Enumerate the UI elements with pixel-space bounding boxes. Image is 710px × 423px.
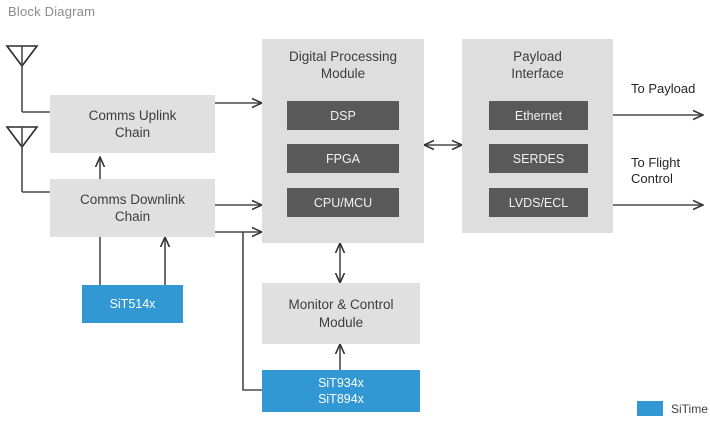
chip-lvds-ecl[interactable]: LVDS/ECL (489, 188, 588, 217)
sitime-block-sit934x-sit894x[interactable]: SiT934x SiT894x (262, 370, 420, 412)
payload-interface-title: Payload Interface (511, 49, 564, 82)
sitime-block-sit514x[interactable]: SiT514x (82, 285, 183, 323)
chip-dsp[interactable]: DSP (287, 101, 399, 130)
digital-processing-module-title: Digital Processing Module (288, 49, 398, 82)
block-comms-downlink-chain[interactable]: Comms Downlink Chain (50, 179, 215, 237)
page-title: Block Diagram (8, 4, 96, 19)
edge-label-to-payload: To Payload (631, 81, 696, 96)
chip-ethernet-label: Ethernet (514, 108, 563, 123)
chip-lvds-ecl-label: LVDS/ECL (508, 195, 569, 210)
block-comms-uplink-chain[interactable]: Comms Uplink Chain (50, 95, 215, 153)
comms-downlink-chain-label: Comms Downlink Chain (79, 191, 186, 224)
block-monitor-control-module[interactable]: Monitor & Control Module (262, 283, 420, 344)
chip-cpu-mcu-label: CPU/MCU (313, 195, 373, 210)
uplink-antenna-icon (5, 45, 50, 113)
chip-cpu-mcu[interactable]: CPU/MCU (287, 188, 399, 217)
sit514x-label: SiT514x (109, 296, 156, 311)
legend-swatch-sitime (637, 401, 663, 416)
chip-fpga[interactable]: FPGA (287, 144, 399, 173)
edge-label-to-flight-control: To Flight Control (631, 155, 681, 187)
comms-uplink-chain-label: Comms Uplink Chain (88, 107, 177, 140)
legend-label-sitime: SiTime (671, 401, 708, 416)
chip-serdes-label: SERDES (512, 151, 565, 166)
downlink-antenna-icon (5, 126, 50, 193)
chip-ethernet[interactable]: Ethernet (489, 101, 588, 130)
chip-dsp-label: DSP (330, 108, 356, 123)
chip-serdes[interactable]: SERDES (489, 144, 588, 173)
sit934x-sit894x-label: SiT934x SiT894x (318, 375, 364, 407)
monitor-control-module-label: Monitor & Control Module (288, 297, 394, 330)
legend: SiTime (637, 401, 708, 416)
chip-fpga-label: FPGA (325, 151, 361, 166)
